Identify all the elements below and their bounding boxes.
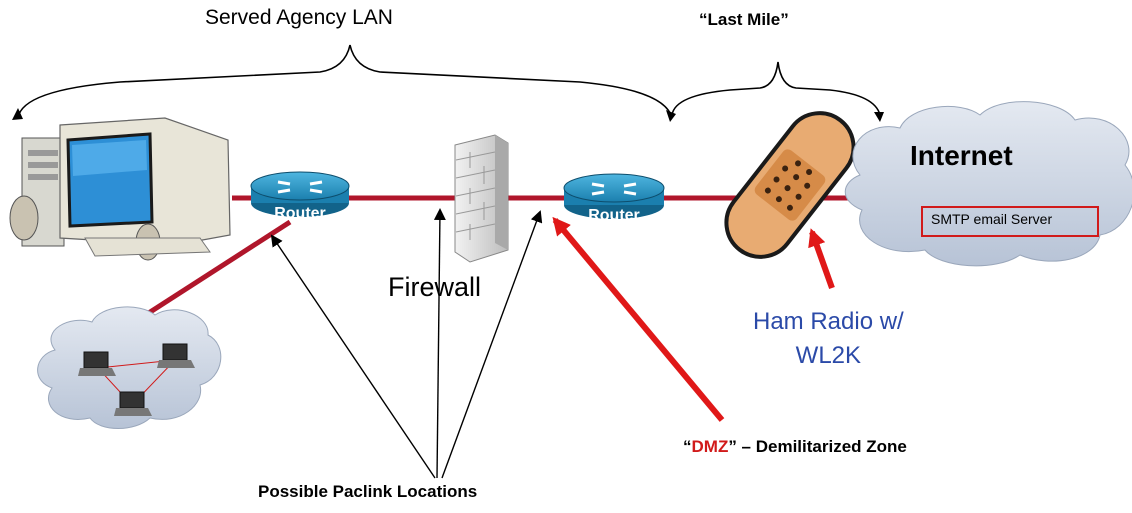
- ham-radio-label: Ham Radio w/ WL2K: [753, 305, 904, 373]
- paclink-arrows: [270, 208, 543, 479]
- dmz-label: “DMZ” – Demilitarized Zone: [683, 437, 907, 457]
- firewall-brick-wall-icon: [454, 134, 509, 263]
- paclink-arrow-firewall: [433, 208, 446, 479]
- last-mile-label: “Last Mile”: [699, 10, 789, 29]
- lan-cloud-icon: [37, 306, 222, 429]
- dmz-arrow: [552, 216, 725, 422]
- brace-arrow-right-2: [874, 112, 884, 122]
- ham-radio-line1: Ham Radio w/: [753, 308, 904, 335]
- firewall-label: Firewall: [388, 272, 482, 302]
- router-icon: Router: [563, 173, 665, 224]
- paclink-locations-label: Possible Paclink Locations: [258, 482, 478, 501]
- brace-arrow-right-1: [666, 110, 676, 122]
- dmz-word: DMZ: [691, 437, 729, 456]
- network-link-lan: [128, 219, 292, 328]
- laptop-icon: [114, 391, 152, 416]
- brace-arrow-left: [12, 108, 23, 120]
- last-mile-brace: [671, 61, 881, 116]
- laptop-icon: [78, 351, 116, 376]
- dmz-rest: ” – Demilitarized Zone: [728, 437, 907, 456]
- ham-radio-line2: WL2K: [795, 342, 862, 369]
- router-label: Router: [588, 207, 640, 224]
- internet-label: Internet: [910, 140, 1013, 171]
- ham-radio-arrow: [808, 228, 835, 290]
- paclink-arrow-router: [270, 234, 436, 479]
- smtp-server-label: SMTP email Server: [931, 211, 1053, 227]
- served-agency-lan-label: Served Agency LAN: [205, 6, 393, 29]
- internet-cloud-icon: [844, 101, 1132, 267]
- dmz-open-quote: “: [683, 437, 692, 456]
- laptop-icon: [157, 343, 195, 368]
- router-label: Router: [274, 205, 326, 222]
- paclink-arrow-dmz: [441, 210, 543, 479]
- served-agency-brace: [17, 44, 673, 119]
- desktop-computer-icon: [9, 117, 231, 261]
- smtp-server-box: [921, 206, 1099, 237]
- router-icon: Router: [250, 171, 350, 222]
- bandage-icon: [724, 111, 856, 259]
